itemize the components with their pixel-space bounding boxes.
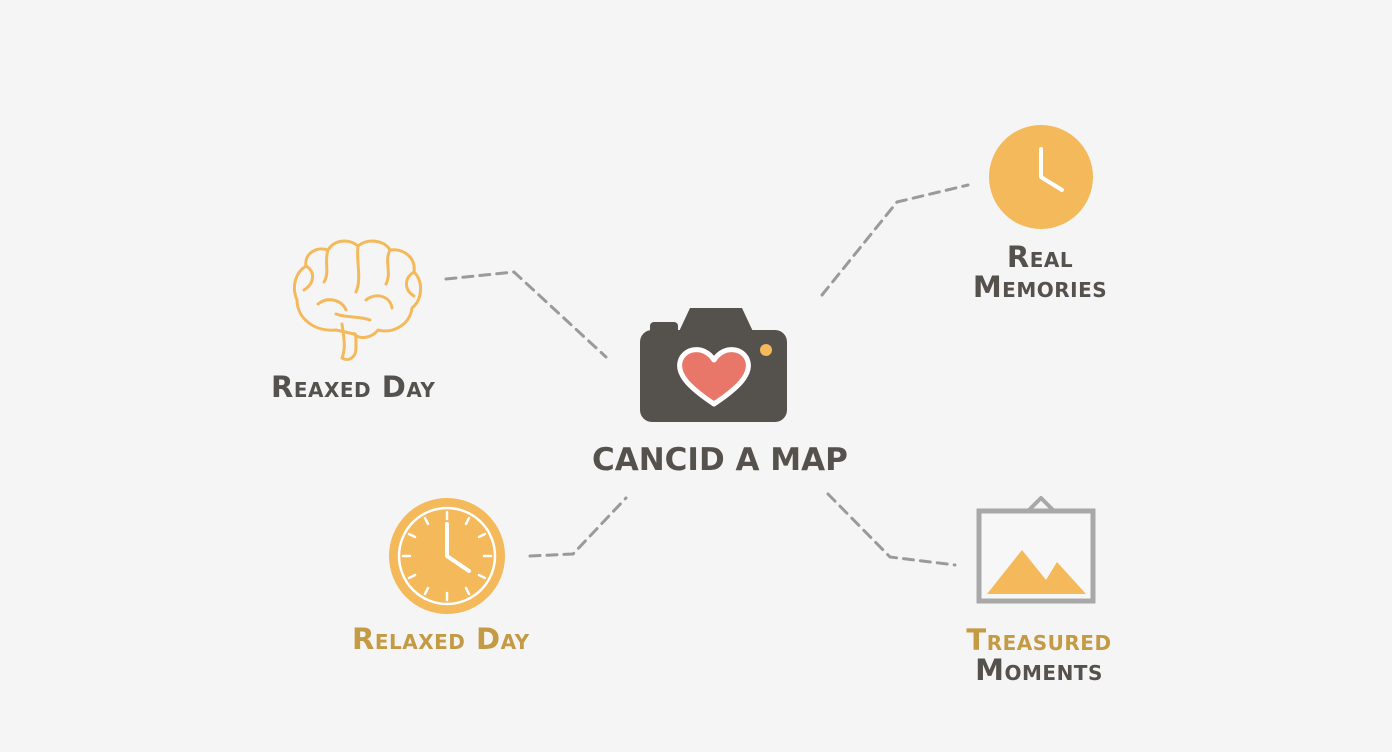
memories-label-line-2: Memories	[972, 270, 1108, 304]
clock-label: Relaxed Day	[352, 624, 530, 654]
brain-icon	[292, 239, 422, 362]
connector-moments	[826, 492, 957, 567]
clock-label-line-1: Relaxed Day	[352, 622, 530, 656]
moments-label-line-1: Treasured	[966, 623, 1112, 657]
memories-label-line-1: Real	[1006, 240, 1074, 274]
memories-label: Real Memories	[962, 242, 1118, 302]
moments-label: Treasured Moments	[956, 625, 1122, 685]
connectors	[444, 183, 970, 567]
moments-label-line-2: Moments	[975, 653, 1103, 687]
connector-clock	[528, 496, 628, 558]
framed-picture-icon	[976, 496, 1096, 604]
connector-memories	[820, 183, 970, 297]
camera-heart-icon	[640, 308, 787, 422]
clock-face-icon	[389, 498, 505, 614]
brain-label-line-1: Reaxed Day	[271, 370, 436, 404]
center-label: CANCID A MAP	[592, 442, 848, 478]
brain-label: Reaxed Day	[271, 372, 435, 402]
clock-circle-icon	[989, 125, 1093, 229]
connector-brain	[444, 270, 608, 359]
